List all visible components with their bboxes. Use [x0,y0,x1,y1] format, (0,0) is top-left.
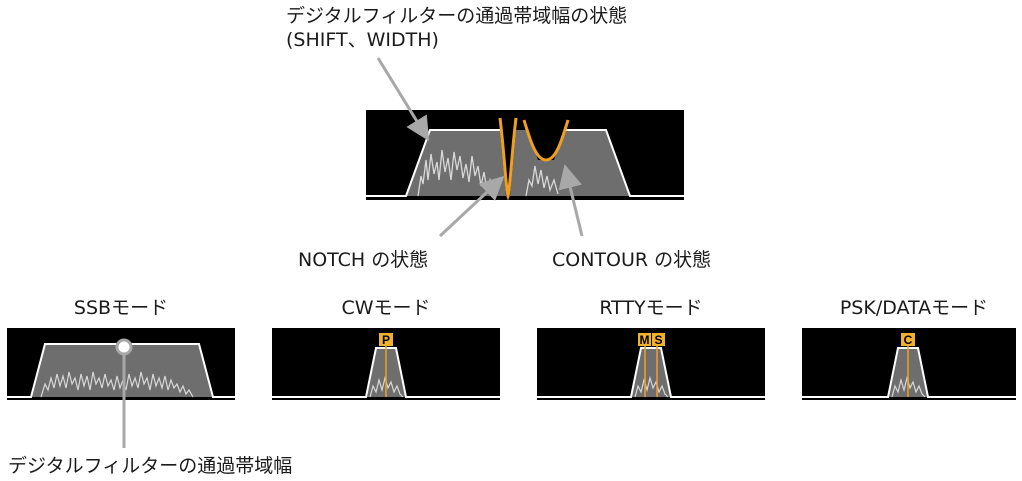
marker-s-box [652,333,665,346]
passband-edge-right [564,129,684,197]
marker-p-box [379,333,393,346]
marker-c: C [904,333,913,347]
passband-fill [631,348,671,397]
passband-fill [406,130,630,196]
notch-state-label: NOTCH の状態 [298,249,429,271]
marker-c-box [901,333,915,346]
mode-label-cw: CWモード [341,297,431,319]
marker-s: S [654,333,662,347]
filter-state-callout-line2: (SHIFT、WIDTH) [286,29,439,51]
psk-data-filter-display: C [802,328,1016,400]
marker-p: P [382,333,390,347]
spectrum-right [525,165,559,197]
marker-m-box [638,333,651,346]
filter-state-callout: デジタルフィルターの通過帯域幅の状態 (SHIFT、WIDTH) [286,4,627,52]
passband-callout: デジタルフィルターの通過帯域幅 [8,455,293,477]
notch-curve [498,117,518,200]
passband-fill [31,344,213,397]
ssb-filter-display [7,328,235,400]
passband-edge [366,129,500,197]
spectrum [40,371,194,398]
filter-state-callout-line1: デジタルフィルターの通過帯域幅の状態 [286,5,628,27]
spectrum [634,375,669,398]
cw-filter-display: P [272,328,500,400]
main-filter-display [366,110,684,200]
mode-label-rtty: RTTYモード [599,297,703,319]
passband-edge [537,347,765,398]
mode-label-ssb: SSBモード [73,297,169,319]
contour-curve [522,119,570,162]
marker-m: M [640,333,650,347]
contour-state-label: CONTOUR の状態 [552,249,712,271]
rtty-filter-display: M S [537,328,765,400]
mode-label-psk: PSK/DATAモード [839,297,989,319]
